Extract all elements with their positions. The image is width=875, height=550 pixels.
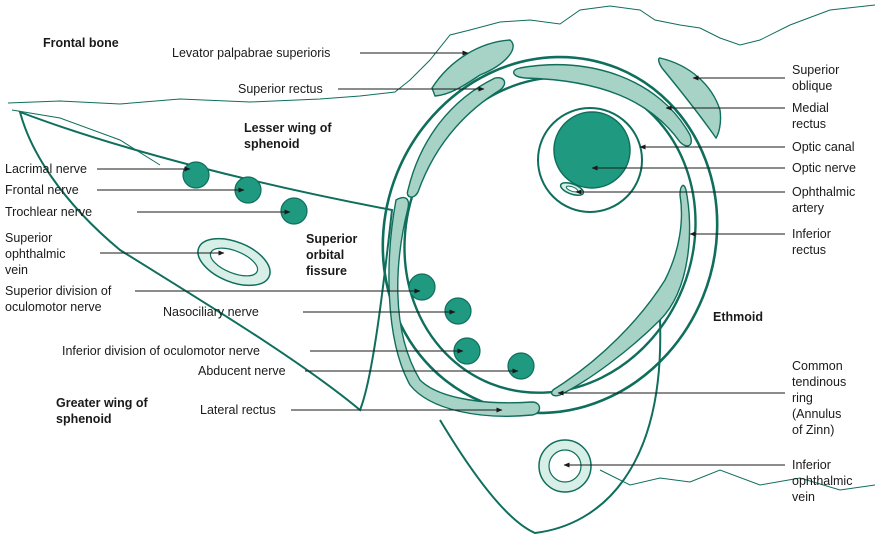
label-lateral-rectus: Lateral rectus [200, 403, 276, 417]
label-superior-oblique: Superior oblique [792, 63, 843, 93]
label-ophthalmic-artery: Ophthalmic artery [792, 185, 859, 215]
label-inferior-rectus: Inferior rectus [792, 227, 834, 257]
label-optic-nerve: Optic nerve [792, 161, 856, 175]
label-inferior-ophthalmic-vein: Inferior ophthalmic vein [792, 458, 856, 504]
inferior-ophthalmic-vein-lumen [549, 450, 581, 482]
superior-division-oculomotor-nerve [409, 274, 435, 300]
lacrimal-nerve [183, 162, 209, 188]
label-lacrimal-nerve: Lacrimal nerve [5, 162, 87, 176]
label-superior-division: Superior division of oculomotor nerve [5, 284, 115, 314]
label-common-tendinous-ring: Common tendinous ring (Annulus of Zinn) [792, 359, 850, 437]
label-frontal-nerve: Frontal nerve [5, 183, 79, 197]
label-nasociliary-nerve: Nasociliary nerve [163, 305, 259, 319]
trochlear-nerve [281, 198, 307, 224]
label-inferior-division: Inferior division of oculomotor nerve [62, 344, 260, 358]
region-greater-wing: Greater wing of sphenoid [56, 396, 151, 426]
label-superior-rectus: Superior rectus [238, 82, 323, 96]
region-frontal-bone: Frontal bone [43, 36, 119, 50]
label-trochlear-nerve: Trochlear nerve [5, 205, 92, 219]
nasociliary-nerve [445, 298, 471, 324]
region-lesser-wing: Lesser wing of sphenoid [244, 121, 335, 151]
abducent-nerve [508, 353, 534, 379]
label-superior-ophthalmic-vein: Superior ophthalmic vein [5, 231, 69, 277]
inferior-rectus-muscle [552, 185, 690, 395]
label-levator: Levator palpabrae superioris [172, 46, 330, 60]
optic-nerve [554, 112, 630, 188]
label-abducent-nerve: Abducent nerve [198, 364, 286, 378]
region-ethmoid: Ethmoid [713, 310, 763, 324]
label-optic-canal: Optic canal [792, 140, 855, 154]
label-medial-rectus: Medial rectus [792, 101, 832, 131]
region-superior-orbital-fissure: Superior orbital fissure [306, 232, 361, 278]
